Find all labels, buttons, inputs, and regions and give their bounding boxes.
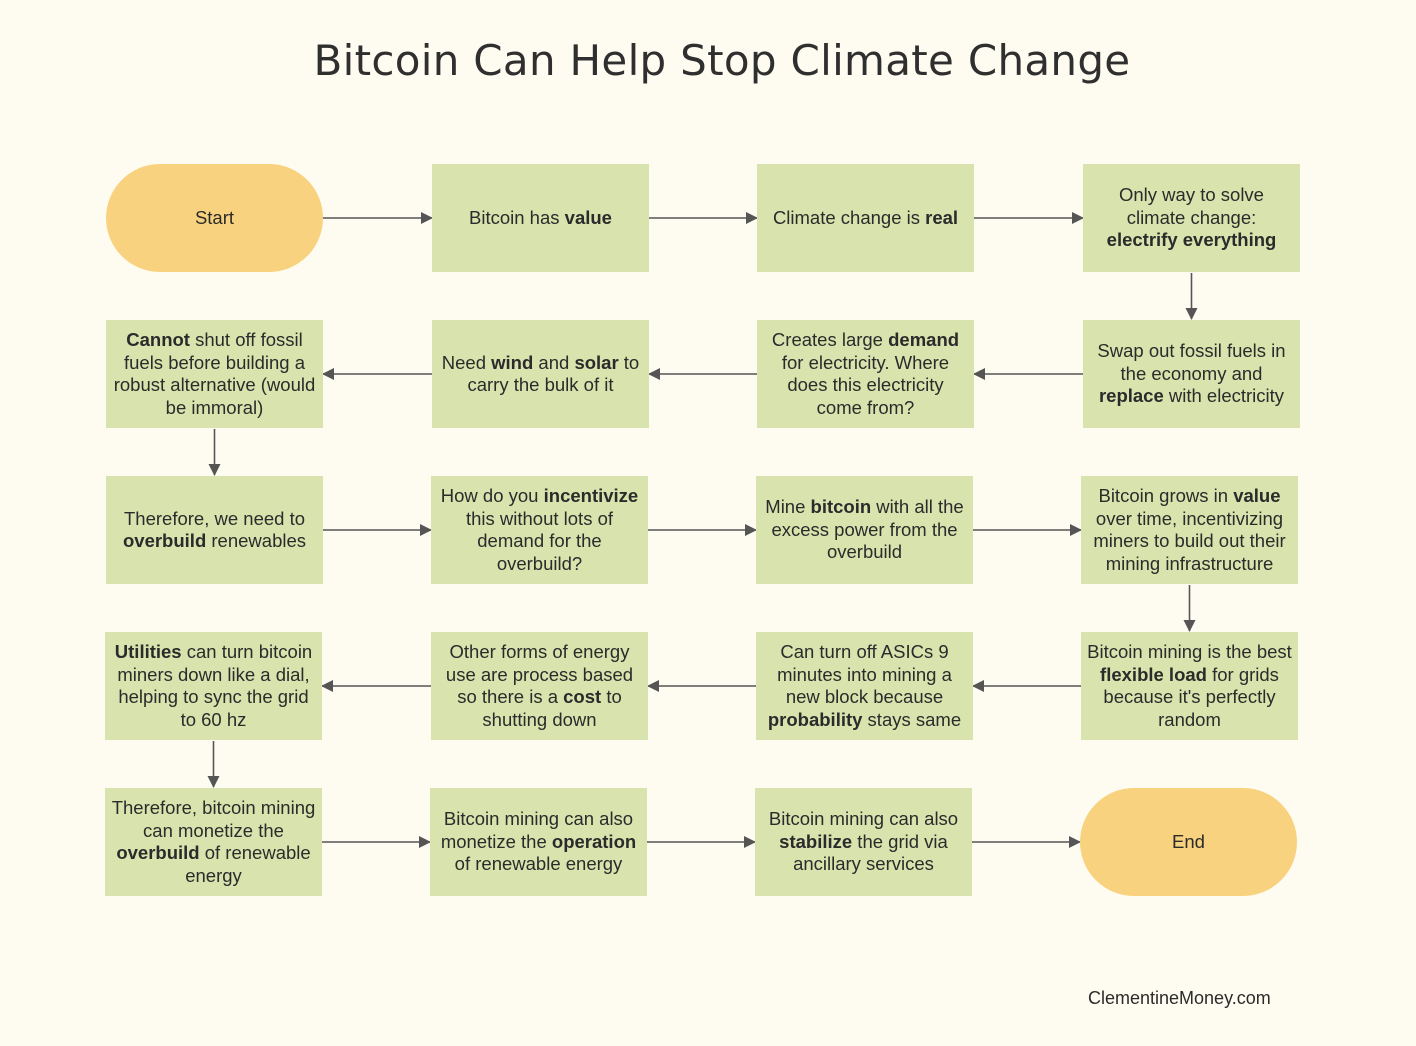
process-box-n15: Other forms of energy use are process ba… <box>431 632 648 740</box>
process-box-n9: Therefore, we need to overbuild renewabl… <box>106 476 323 584</box>
node-label: Can turn off ASICs 9 minutes into mining… <box>767 641 962 730</box>
process-box-n11: Mine bitcoin with all the excess power f… <box>756 476 973 584</box>
node-label: Bitcoin mining can also monetize the ope… <box>440 808 637 875</box>
node-label: Need wind and solar to carry the bulk of… <box>441 351 640 396</box>
process-box-n3: Climate change is real <box>757 164 974 272</box>
terminal-n1: Start <box>106 164 323 272</box>
process-box-n2: Bitcoin has value <box>432 164 649 272</box>
process-box-n4: Only way to solve climate change: electr… <box>1083 164 1300 272</box>
process-box-n12: Bitcoin grows in value over time, incent… <box>1081 476 1298 584</box>
process-box-n16: Utilities can turn bitcoin miners down l… <box>105 632 322 740</box>
node-label: Climate change is real <box>772 206 959 228</box>
footer-credit: ClementineMoney.com <box>1088 988 1271 1008</box>
node-label: End <box>1172 830 1205 852</box>
process-box-n17: Therefore, bitcoin mining can monetize t… <box>105 788 322 896</box>
node-label: Bitcoin mining is the best flexible load… <box>1087 641 1292 730</box>
terminal-n20: End <box>1080 788 1297 896</box>
node-label: Only way to solve climate change: electr… <box>1106 184 1277 251</box>
process-box-n14: Can turn off ASICs 9 minutes into mining… <box>756 632 973 740</box>
node-label: Other forms of energy use are process ba… <box>445 641 634 730</box>
process-box-n6: Creates large demand for electricity. Wh… <box>757 320 974 428</box>
node-label: Therefore, we need to overbuild renewabl… <box>122 507 307 552</box>
process-box-n19: Bitcoin mining can also stabilize the gr… <box>755 788 972 896</box>
node-label: Bitcoin has value <box>469 206 612 228</box>
node-label: Mine bitcoin with all the excess power f… <box>765 496 964 563</box>
process-box-n8: Cannot shut off fossil fuels before buil… <box>106 320 323 428</box>
node-label: Creates large demand for electricity. Wh… <box>771 329 960 418</box>
node-label: Swap out fossil fuels in the economy and… <box>1097 340 1286 407</box>
process-box-n13: Bitcoin mining is the best flexible load… <box>1081 632 1298 740</box>
node-label: How do you incentivize this without lots… <box>440 485 639 574</box>
process-box-n5: Swap out fossil fuels in the economy and… <box>1083 320 1300 428</box>
node-label: Therefore, bitcoin mining can monetize t… <box>111 797 316 886</box>
process-box-n10: How do you incentivize this without lots… <box>431 476 648 584</box>
node-label: Cannot shut off fossil fuels before buil… <box>113 329 316 418</box>
node-label: Start <box>194 206 235 228</box>
process-box-n7: Need wind and solar to carry the bulk of… <box>432 320 649 428</box>
process-box-n18: Bitcoin mining can also monetize the ope… <box>430 788 647 896</box>
node-label: Bitcoin grows in value over time, incent… <box>1093 485 1286 574</box>
node-label: Bitcoin mining can also stabilize the gr… <box>768 808 959 875</box>
diagram-title: Bitcoin Can Help Stop Climate Change <box>313 36 1131 85</box>
node-label: Utilities can turn bitcoin miners down l… <box>114 641 313 730</box>
